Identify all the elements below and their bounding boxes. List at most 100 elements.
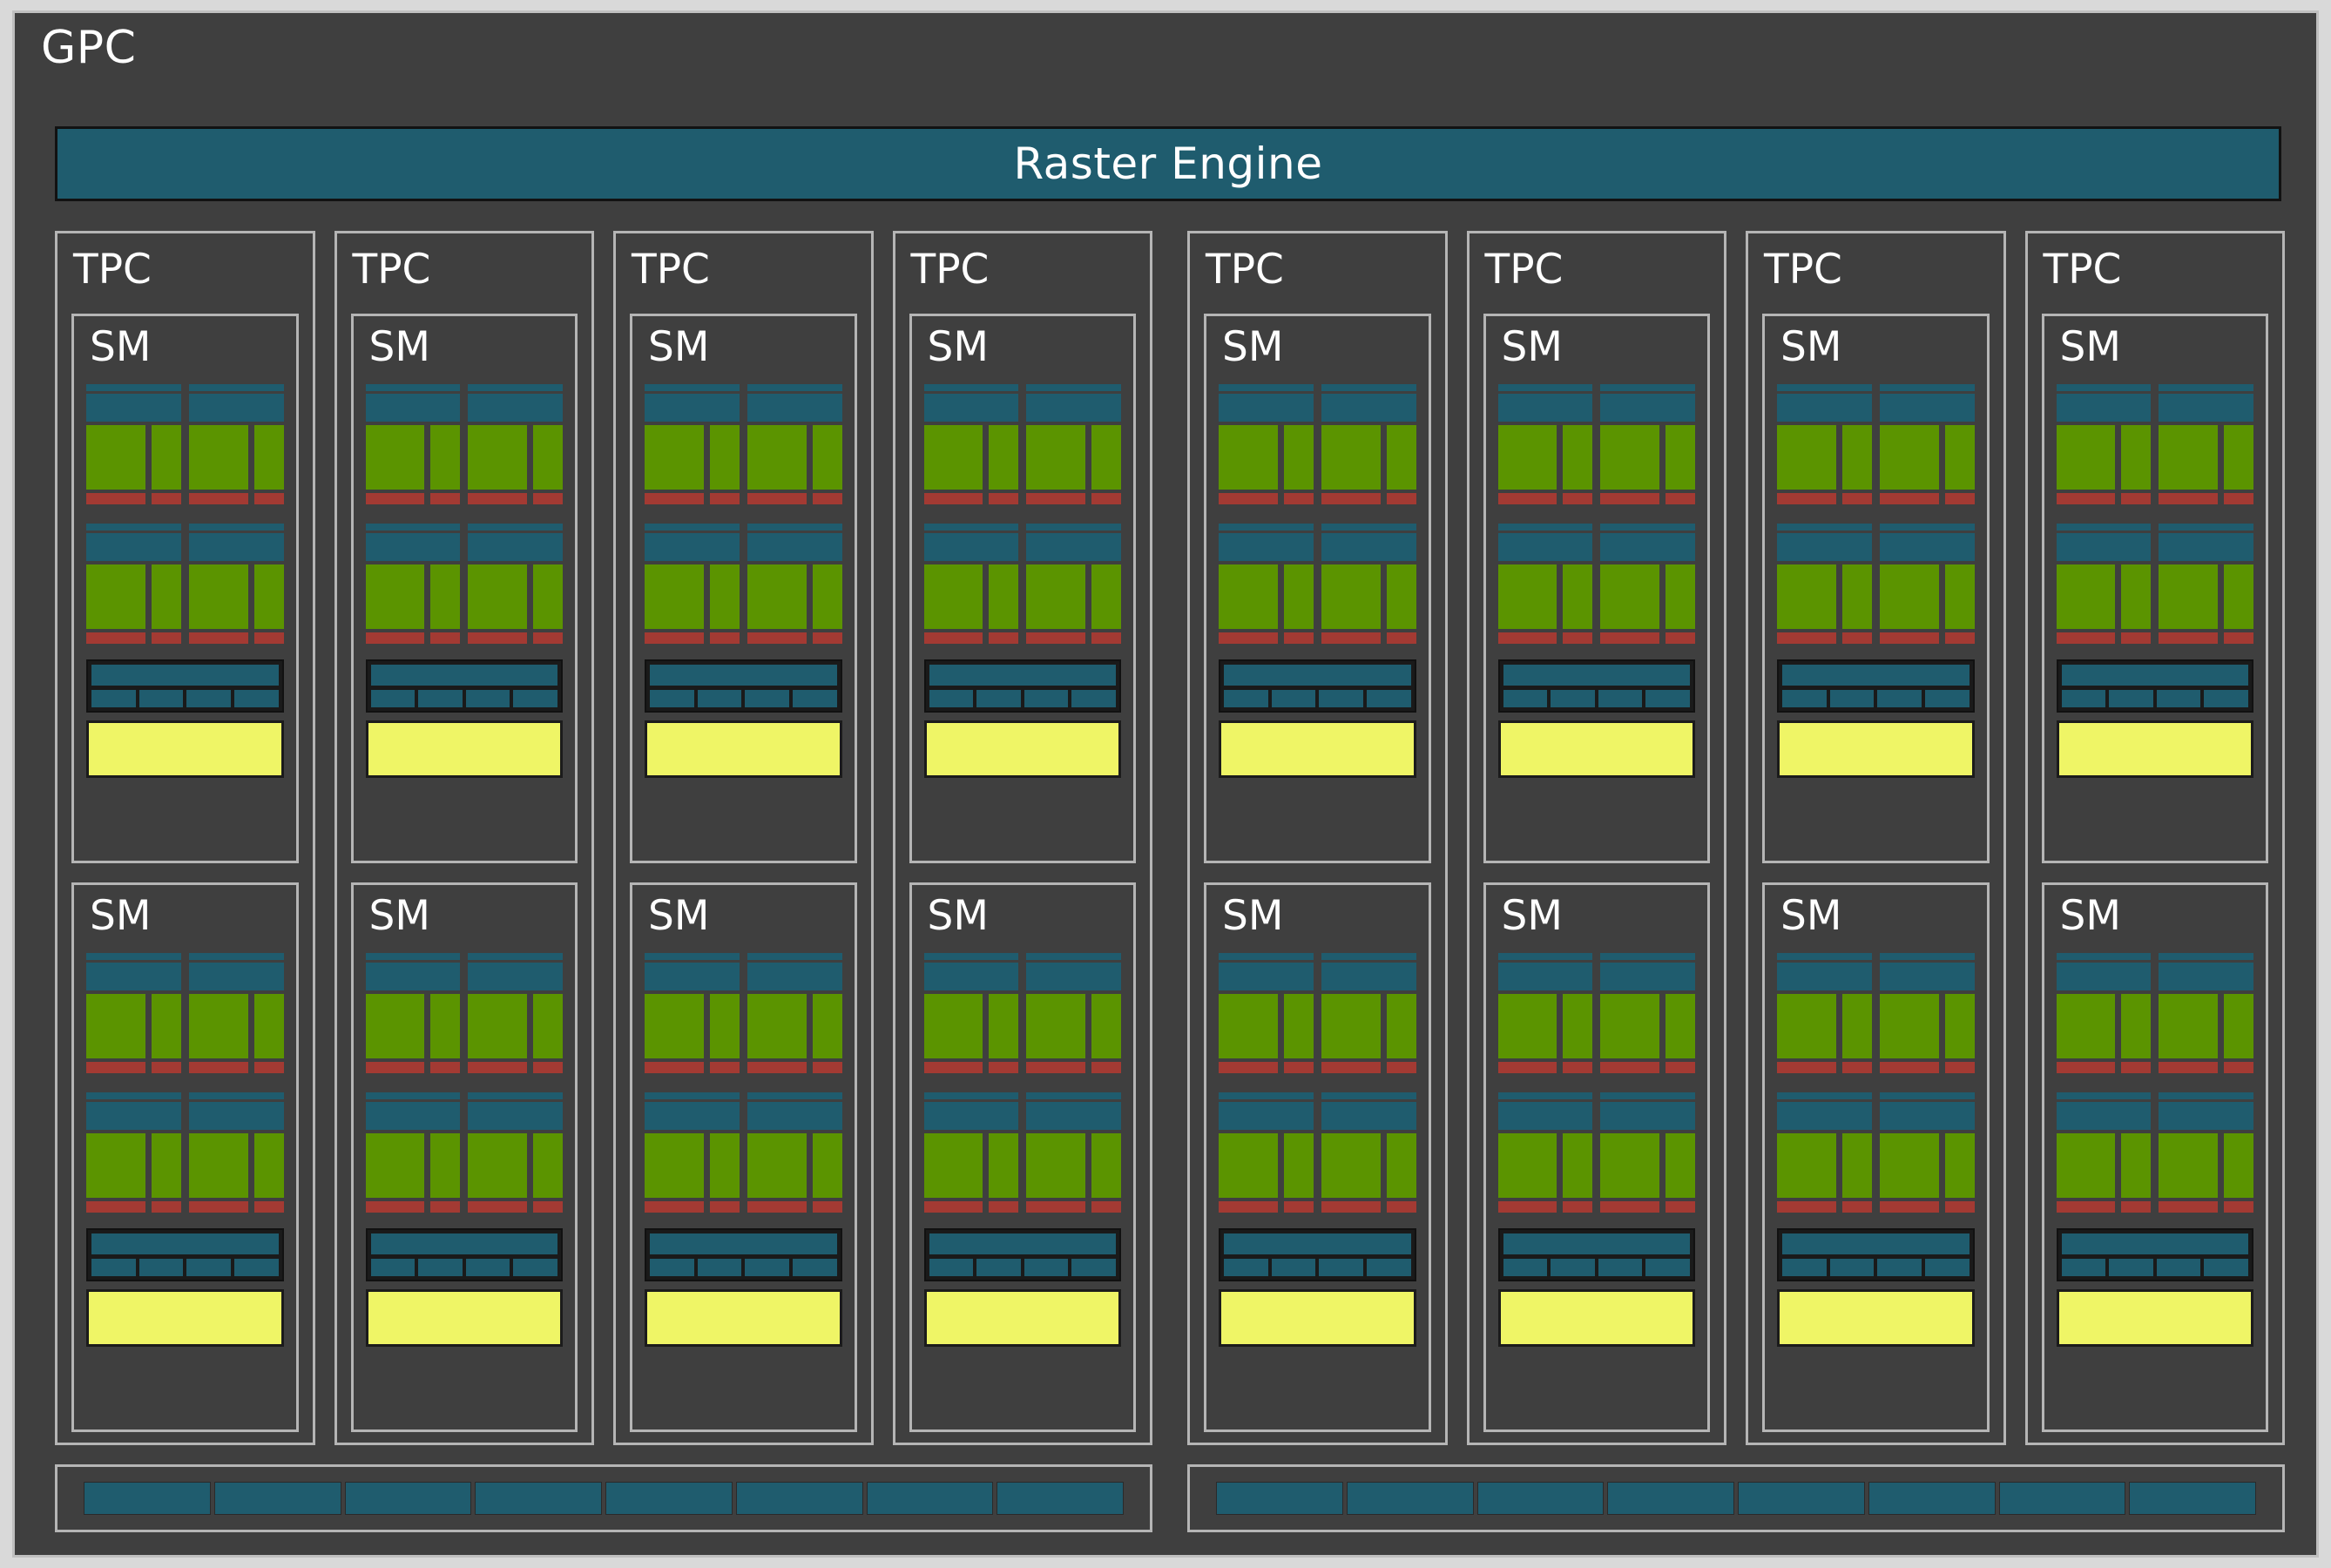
sm-block[interactable]: SM: [630, 314, 857, 863]
special-function-unit: [1600, 1201, 1660, 1213]
warp-scheduler: [86, 963, 181, 990]
special-function-unit: [1283, 1062, 1314, 1073]
rop-group-right[interactable]: [1187, 1464, 2285, 1532]
special-function-unit: [468, 493, 528, 504]
processing-block: [645, 953, 740, 1073]
sm-block[interactable]: SM: [350, 314, 578, 863]
warp-scheduler: [468, 394, 563, 422]
sm-block[interactable]: SM: [2041, 882, 2268, 1432]
processing-block: [2056, 953, 2152, 1073]
rop-unit[interactable]: [1607, 1482, 1734, 1515]
processing-block: [1497, 384, 1593, 504]
sm-block[interactable]: SM: [1204, 882, 1431, 1432]
sm-block[interactable]: SM: [1483, 882, 1710, 1432]
dispatch-port: [2159, 384, 2253, 391]
rop-unit[interactable]: [1476, 1482, 1605, 1515]
sm-block[interactable]: SM: [1204, 314, 1431, 863]
processing-block: [1321, 384, 1416, 504]
cuda-core-block: [2056, 1133, 2116, 1198]
warp-scheduler: [1497, 394, 1593, 422]
sm-block[interactable]: SM: [909, 882, 1136, 1432]
rop-unit[interactable]: [1998, 1482, 2126, 1515]
dispatch-port: [1777, 384, 1872, 391]
warp-scheduler: [923, 1102, 1019, 1130]
sm-block[interactable]: SM: [2041, 314, 2268, 863]
dispatch-port: [1497, 384, 1593, 391]
sm-processing-partition: [365, 524, 563, 644]
rop-unit[interactable]: [344, 1482, 472, 1515]
cuda-core-block: [1841, 1133, 1872, 1198]
rop-unit[interactable]: [1216, 1482, 1343, 1515]
rop-unit[interactable]: [475, 1482, 602, 1515]
processing-block: [1219, 384, 1314, 504]
processing-block: [923, 384, 1019, 504]
sm-block[interactable]: SM: [1762, 314, 1990, 863]
rop-unit[interactable]: [84, 1482, 211, 1515]
cuda-core-block: [2121, 564, 2152, 629]
special-function-unit: [709, 1201, 740, 1213]
special-function-unit: [151, 1201, 181, 1213]
rop-unit[interactable]: [735, 1482, 863, 1515]
rop-unit[interactable]: [1346, 1482, 1474, 1515]
special-function-unit: [989, 632, 1019, 644]
warp-scheduler: [1777, 394, 1872, 422]
texture-unit: [1598, 690, 1643, 707]
load-store-unit: [2061, 665, 2248, 686]
special-function-unit: [1665, 1062, 1695, 1073]
special-function-unit-row: [923, 1062, 1019, 1073]
sm-block[interactable]: SM: [909, 314, 1136, 863]
texture-unit: [929, 690, 974, 707]
texture-unit: [1924, 690, 1970, 707]
texture-unit: [2109, 690, 2153, 707]
rop-unit[interactable]: [997, 1482, 1124, 1515]
rop-unit[interactable]: [2129, 1482, 2256, 1515]
sm-body: [645, 384, 842, 850]
rop-unit[interactable]: [213, 1482, 341, 1515]
rop-group-left[interactable]: [55, 1464, 1152, 1532]
rop-unit[interactable]: [866, 1482, 994, 1515]
partition-halves: [645, 953, 842, 1073]
warp-scheduler: [2159, 394, 2253, 422]
cuda-core-block: [989, 994, 1019, 1058]
special-function-unit: [1563, 632, 1593, 644]
partition-halves: [1497, 1092, 1695, 1213]
warp-scheduler: [923, 394, 1019, 422]
cuda-core-block: [1665, 425, 1695, 490]
cuda-core-block: [1600, 994, 1660, 1058]
rop-unit[interactable]: [605, 1482, 733, 1515]
sm-block[interactable]: SM: [71, 314, 299, 863]
cuda-core-array: [747, 994, 842, 1058]
special-function-unit: [2121, 632, 2152, 644]
partition-divider: [2057, 513, 2254, 524]
texture-unit-row: [650, 690, 837, 707]
rop-unit[interactable]: [1738, 1482, 1865, 1515]
partition-halves: [1777, 953, 1975, 1073]
sm-block[interactable]: SM: [71, 882, 299, 1432]
sm-block[interactable]: SM: [1762, 882, 1990, 1432]
cuda-core-array: [1026, 564, 1121, 629]
special-function-unit-row: [1026, 632, 1121, 644]
sm-processing-partition: [923, 1092, 1121, 1213]
raster-engine-block[interactable]: Raster Engine: [55, 126, 2281, 201]
special-function-unit: [86, 632, 145, 644]
warp-scheduler: [1321, 533, 1416, 561]
load-store-unit: [91, 665, 279, 686]
rop-unit[interactable]: [1868, 1482, 1996, 1515]
sm-block[interactable]: SM: [350, 882, 578, 1432]
sm-block[interactable]: SM: [1483, 314, 1710, 863]
sm-block[interactable]: SM: [630, 882, 857, 1432]
sm-processing-partition: [1497, 953, 1695, 1073]
texture-unit: [1224, 1259, 1268, 1276]
